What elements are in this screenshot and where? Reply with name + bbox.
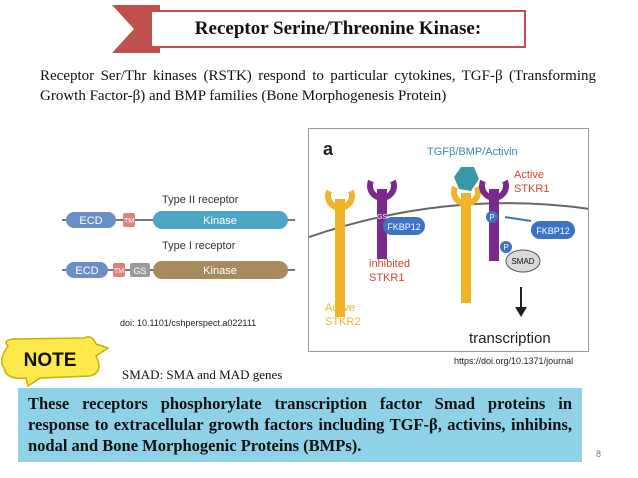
- fkbp12-right: [531, 221, 575, 239]
- stkr2-receptor-left: [335, 199, 345, 317]
- tm-domain: [123, 213, 135, 227]
- fkbp12-left: [383, 217, 425, 235]
- ligand-shape: [454, 167, 479, 191]
- transcription-label: transcription: [469, 330, 551, 347]
- signaling-schematic: a TGFβ/BMP/Activin Active STKR1 GS FKBP1…: [309, 139, 588, 347]
- svg-text:Active: Active: [514, 169, 544, 181]
- stkr1-receptor-active: [489, 189, 499, 261]
- ecd-domain: [66, 262, 108, 278]
- receptor-domain-diagram: Type II receptor ECD TM Kinase Type I re…: [62, 194, 295, 279]
- note-label: NOTE: [24, 350, 77, 371]
- svg-text:SMAD: SMAD: [511, 257, 534, 266]
- tm-domain: [113, 263, 125, 277]
- stkr1-receptor-inhibited: [377, 189, 387, 259]
- svg-text:Kinase: Kinase: [203, 265, 237, 277]
- slide-title-box: Receptor Serine/Threonine Kinase:: [152, 10, 526, 48]
- gs-domain: [130, 263, 150, 277]
- svg-text:TM: TM: [124, 218, 134, 225]
- svg-text:FKBP12: FKBP12: [387, 222, 421, 232]
- release-arrow: [504, 216, 532, 222]
- svg-text:Active: Active: [325, 302, 355, 314]
- right-figure-doi: https://doi.org/10.1371/journal: [454, 356, 574, 366]
- svg-text:inhibited: inhibited: [369, 258, 410, 270]
- note-callout: NOTE: [1, 336, 110, 388]
- smad-protein: [505, 249, 541, 273]
- svg-text:GS: GS: [377, 214, 387, 221]
- type2-label: Type II receptor: [162, 194, 239, 206]
- left-figure-doi: doi: 10.1101/cshperspect.a022111: [120, 318, 257, 328]
- kinase-domain-type2: [153, 211, 288, 229]
- title-chevron-shape: [112, 5, 160, 53]
- intro-paragraph: Receptor Ser/Thr kinases (RSTK) respond …: [40, 68, 596, 104]
- svg-text:P: P: [503, 243, 508, 252]
- svg-text:STKR2: STKR2: [325, 316, 360, 328]
- slide-title: Receptor Serine/Threonine Kinase:: [194, 18, 482, 39]
- panel-label: a: [323, 139, 334, 159]
- svg-text:P: P: [489, 213, 494, 222]
- type1-label: Type I receptor: [162, 240, 236, 252]
- svg-text:GS: GS: [133, 266, 146, 276]
- ecd-domain: [66, 212, 116, 228]
- page-number: 8: [596, 449, 602, 459]
- ligand-label: TGFβ/BMP/Activin: [427, 146, 518, 158]
- svg-text:FKBP12: FKBP12: [536, 226, 570, 236]
- signaling-figure: a TGFβ/BMP/Activin Active STKR1 GS FKBP1…: [308, 128, 589, 352]
- kinase-domain-type1: [153, 261, 288, 279]
- smad-note-text: SMAD: SMA and MAD genes: [122, 367, 283, 382]
- svg-text:Kinase: Kinase: [203, 215, 237, 227]
- stkr2-receptor-right: [461, 193, 471, 303]
- summary-box: These receptors phosphorylate transcript…: [18, 388, 582, 462]
- svg-text:STKR1: STKR1: [514, 183, 549, 195]
- svg-text:ECD: ECD: [79, 215, 102, 227]
- svg-text:ECD: ECD: [75, 265, 98, 277]
- svg-text:STKR1: STKR1: [369, 272, 404, 284]
- svg-text:TM: TM: [114, 268, 124, 275]
